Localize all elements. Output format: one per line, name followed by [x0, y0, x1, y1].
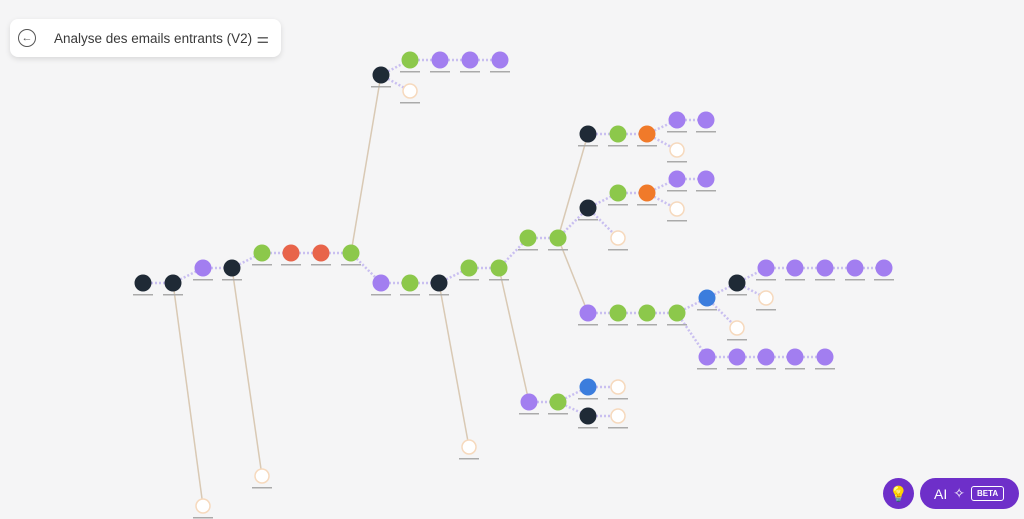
purple-module[interactable]: [696, 170, 716, 192]
lightbulb-icon: 💡: [889, 485, 908, 503]
break-module[interactable]: [459, 439, 479, 460]
green-module[interactable]: [608, 304, 628, 326]
dark-module[interactable]: [133, 274, 153, 296]
green-module[interactable]: [608, 184, 628, 206]
purple-module[interactable]: [756, 348, 776, 370]
break-module[interactable]: [252, 468, 272, 489]
green-module[interactable]: [548, 393, 568, 415]
purple-module[interactable]: [578, 304, 598, 326]
purple-module[interactable]: [193, 259, 213, 281]
arrow-left-icon: ←: [21, 32, 33, 44]
green-module[interactable]: [400, 274, 420, 296]
green-module[interactable]: [459, 259, 479, 281]
green-module[interactable]: [400, 51, 420, 73]
route-connector[interactable]: [675, 312, 709, 358]
ai-assistant-button[interactable]: AI ✧ BETA: [920, 478, 1019, 509]
dark-module[interactable]: [727, 274, 747, 296]
sliders-icon[interactable]: ⚌: [256, 29, 269, 46]
purple-module[interactable]: [667, 111, 687, 133]
purple-module[interactable]: [696, 111, 716, 133]
break-module[interactable]: [608, 408, 628, 429]
dark-module[interactable]: [163, 274, 183, 296]
route-connector[interactable]: [498, 267, 530, 403]
purple-module[interactable]: [697, 348, 717, 370]
purple-module[interactable]: [785, 259, 805, 281]
green-module[interactable]: [341, 244, 361, 266]
green-module[interactable]: [518, 229, 538, 251]
back-button[interactable]: ←: [18, 29, 36, 47]
green-module[interactable]: [637, 304, 657, 326]
route-connector[interactable]: [172, 282, 204, 507]
blue-module[interactable]: [697, 289, 717, 311]
purple-module[interactable]: [845, 259, 865, 281]
route-connector[interactable]: [350, 74, 382, 254]
red-module[interactable]: [281, 244, 301, 266]
purple-module[interactable]: [727, 348, 747, 370]
purple-module[interactable]: [667, 170, 687, 192]
route-connector[interactable]: [498, 237, 529, 269]
route-connector[interactable]: [587, 207, 619, 239]
beta-badge: BETA: [970, 486, 1005, 501]
ai-label: AI: [934, 485, 948, 502]
purple-module[interactable]: [490, 51, 510, 73]
purple-module[interactable]: [519, 393, 539, 415]
blue-module[interactable]: [578, 378, 598, 400]
route-connector[interactable]: [438, 282, 470, 448]
route-connector[interactable]: [706, 297, 738, 329]
break-module[interactable]: [756, 290, 776, 311]
break-module[interactable]: [608, 230, 628, 251]
route-connector[interactable]: [557, 207, 589, 239]
break-module[interactable]: [667, 201, 687, 222]
green-module[interactable]: [489, 259, 509, 281]
dark-module[interactable]: [371, 66, 391, 88]
route-connector[interactable]: [557, 133, 589, 239]
purple-module[interactable]: [756, 259, 776, 281]
dark-module[interactable]: [578, 125, 598, 147]
break-module[interactable]: [608, 379, 628, 400]
orange-module[interactable]: [637, 125, 657, 147]
break-module[interactable]: [727, 320, 747, 341]
scenario-header: ← Analyse des emails entrants (V2) ⚌: [10, 19, 281, 57]
sparkle-icon: ✧: [953, 485, 965, 501]
purple-module[interactable]: [815, 259, 835, 281]
dark-module[interactable]: [429, 274, 449, 296]
scenario-title[interactable]: Analyse des emails entrants (V2): [54, 30, 253, 46]
break-module[interactable]: [400, 83, 420, 104]
purple-module[interactable]: [874, 259, 894, 281]
purple-module[interactable]: [430, 51, 450, 73]
dark-module[interactable]: [222, 259, 242, 281]
hints-button[interactable]: 💡: [883, 478, 914, 509]
purple-module[interactable]: [460, 51, 480, 73]
orange-module[interactable]: [637, 184, 657, 206]
green-module[interactable]: [548, 229, 568, 251]
break-module[interactable]: [193, 498, 213, 519]
dark-module[interactable]: [578, 407, 598, 429]
purple-module[interactable]: [785, 348, 805, 370]
purple-module[interactable]: [371, 274, 391, 296]
break-module[interactable]: [667, 142, 687, 163]
red-module[interactable]: [311, 244, 331, 266]
green-module[interactable]: [252, 244, 272, 266]
dark-module[interactable]: [578, 199, 598, 221]
route-connector[interactable]: [231, 267, 263, 477]
purple-module[interactable]: [815, 348, 835, 370]
green-module[interactable]: [667, 304, 687, 326]
route-connector[interactable]: [350, 252, 382, 284]
green-module[interactable]: [608, 125, 628, 147]
